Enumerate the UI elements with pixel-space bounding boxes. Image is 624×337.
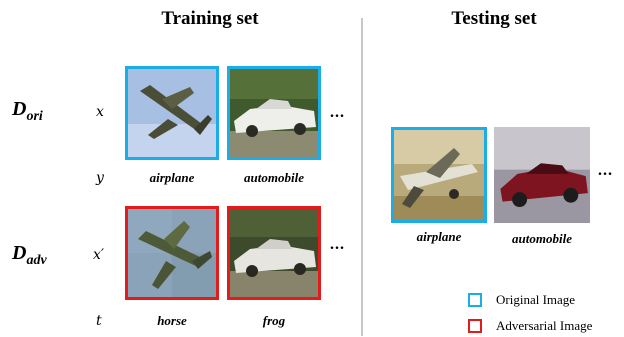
testing-set-heading: Testing set [451,8,537,29]
train-ori-ellipsis: ... [330,104,345,121]
train-adv-image-horse [125,206,219,300]
legend-original-label: Original Image [496,292,576,307]
section-divider [361,18,363,336]
legend-adversarial-swatch [468,319,482,333]
test-label-airplane: airplane [416,229,462,244]
training-set-heading: Training set [161,8,259,29]
test-ellipsis: ... [598,162,613,179]
test-image-automobile [494,127,590,223]
train-label-automobile: automobile [244,170,304,185]
train-label-horse: horse [157,313,187,328]
test-image-airplane [391,127,487,223]
train-adv-ellipsis: ... [330,236,345,253]
var-t: t [96,313,102,329]
row-label-d-ori: Dori [12,98,43,124]
train-image-automobile [227,66,321,160]
train-label-airplane: airplane [149,170,195,185]
train-label-frog: frog [262,313,286,328]
train-image-airplane [125,66,219,160]
legend-adversarial-label: Adversarial Image [496,318,593,333]
var-y: y [96,170,104,186]
test-label-automobile: automobile [512,231,572,246]
train-adv-image-frog [227,206,321,300]
var-x: x [96,104,104,120]
var-x-prime: x′ [93,247,105,263]
legend-original-swatch [468,293,482,307]
row-label-d-adv: Dadv [12,242,47,268]
